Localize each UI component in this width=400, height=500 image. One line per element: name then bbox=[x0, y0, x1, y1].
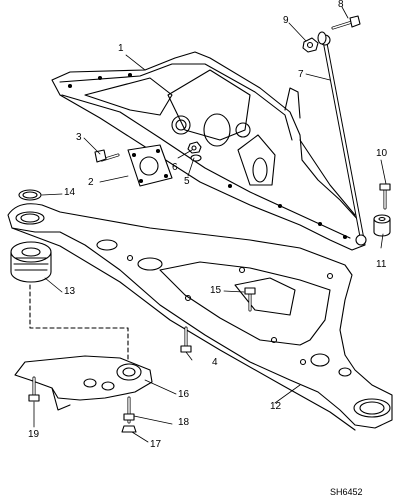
callout-9: 9 bbox=[283, 15, 289, 26]
callout-14: 14 bbox=[64, 187, 76, 198]
callout-2: 2 bbox=[88, 177, 94, 188]
upper-crossmember bbox=[51, 51, 366, 251]
callout-6: 6 bbox=[172, 162, 178, 173]
washer-17 bbox=[121, 425, 137, 433]
bolt-18 bbox=[123, 396, 135, 424]
leader-lines bbox=[33, 6, 387, 443]
callout-8: 8 bbox=[338, 0, 344, 10]
callout-10: 10 bbox=[376, 148, 388, 159]
washer-14 bbox=[18, 189, 42, 201]
figure-code: SH6452 bbox=[330, 487, 363, 497]
callout-16: 16 bbox=[178, 389, 190, 400]
callout-1: 1 bbox=[118, 43, 124, 54]
callout-18: 18 bbox=[178, 417, 190, 428]
gasket-plate bbox=[127, 144, 173, 187]
bolt-3 bbox=[94, 149, 120, 163]
callout-19: 19 bbox=[28, 429, 40, 440]
callout-17: 17 bbox=[150, 439, 162, 450]
callout-15: 15 bbox=[210, 285, 222, 296]
mount-bracket-16 bbox=[14, 355, 153, 411]
mount-bush-13 bbox=[10, 241, 52, 283]
bolt-8 bbox=[331, 15, 361, 30]
nut-9 bbox=[302, 31, 327, 53]
lower-subframe bbox=[7, 203, 393, 431]
callout-4: 4 bbox=[212, 357, 218, 368]
assembly-line bbox=[29, 284, 129, 361]
bolt-15 bbox=[244, 287, 256, 312]
callout-12: 12 bbox=[270, 401, 282, 412]
bolt-19 bbox=[28, 376, 40, 402]
callout-7: 7 bbox=[298, 69, 304, 80]
bolt-10 bbox=[379, 183, 391, 210]
bolt-4 bbox=[180, 326, 192, 353]
callout-3: 3 bbox=[76, 132, 82, 143]
callout-11: 11 bbox=[376, 259, 387, 270]
bush-11 bbox=[373, 214, 391, 237]
callout-13: 13 bbox=[64, 286, 76, 297]
callout-5: 5 bbox=[184, 176, 190, 187]
